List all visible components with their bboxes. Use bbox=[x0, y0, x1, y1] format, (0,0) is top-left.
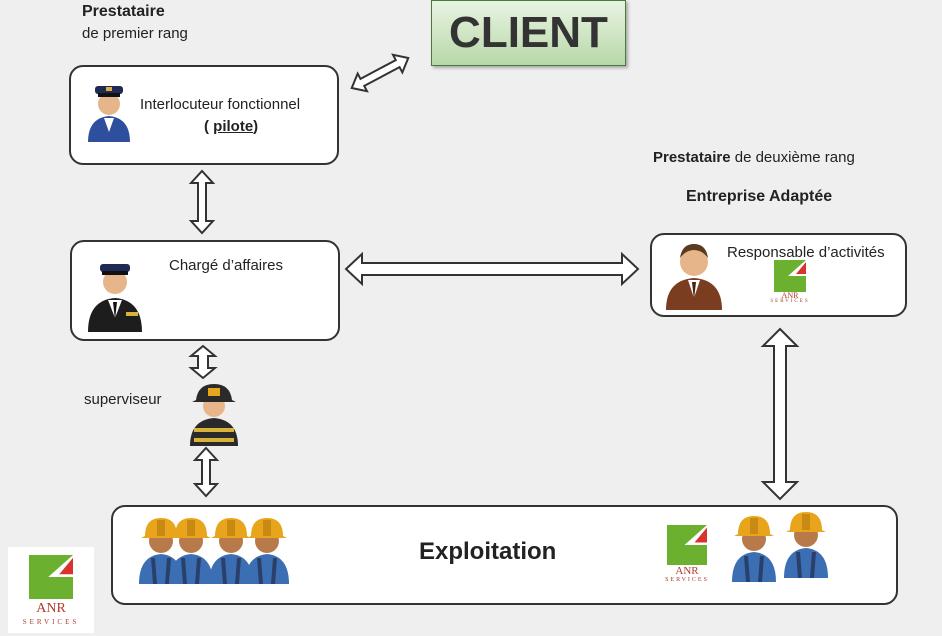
pilot-box: Interlocuteur fonctionnel ( pilote) bbox=[69, 65, 339, 165]
business-person-icon bbox=[88, 264, 142, 332]
pilot-line2: ( pilote) bbox=[204, 118, 258, 135]
manager-person-icon bbox=[666, 244, 722, 310]
anr-logo-line2: SERVICES bbox=[665, 577, 709, 583]
anr-logo-line2: SERVICES bbox=[22, 618, 80, 626]
worker-person-icon bbox=[732, 516, 776, 582]
charge-label: Chargé d’affaires bbox=[169, 257, 283, 274]
arrow-supervisor-exploitation bbox=[192, 446, 220, 498]
worker-person-icon bbox=[245, 518, 289, 584]
header-right-title: Prestataire de deuxième rang bbox=[653, 149, 855, 166]
responsable-label: Responsable d’activités bbox=[727, 244, 885, 261]
pilot-word: pilote bbox=[213, 118, 254, 135]
anr-logo-mark bbox=[667, 525, 707, 565]
pilot-person-icon bbox=[88, 86, 130, 142]
arrow-pilot-client bbox=[350, 53, 410, 93]
arrow-charge-supervisor bbox=[188, 344, 218, 380]
anr-logo-responsable: ANR SERVICES bbox=[762, 258, 818, 306]
worker-group-left bbox=[139, 518, 289, 584]
client-box: CLIENT bbox=[431, 0, 626, 66]
firefighter-person-icon bbox=[190, 384, 238, 446]
supervisor-label: superviseur bbox=[84, 391, 162, 408]
exploitation-label: Exploitation bbox=[419, 538, 557, 565]
anr-logo-exploitation: ANR SERVICES bbox=[652, 521, 722, 587]
pilot-line1: Interlocuteur fonctionnel bbox=[140, 96, 301, 113]
arrow-responsable-exploitation bbox=[760, 327, 800, 501]
anr-logo-corner: ANR SERVICES bbox=[8, 547, 94, 633]
anr-logo-mark bbox=[29, 555, 73, 599]
anr-logo-line1: ANR bbox=[781, 291, 799, 300]
pilot-line2-open: ( bbox=[204, 118, 214, 135]
worker-person-icon bbox=[784, 512, 828, 578]
header-right-title-rest: de deuxième rang bbox=[730, 149, 855, 166]
anr-logo-line1: ANR bbox=[675, 565, 699, 577]
arrow-pilot-charge bbox=[188, 169, 216, 235]
worker-group-right bbox=[732, 512, 828, 582]
anr-logo-mark bbox=[774, 260, 806, 292]
arrow-charge-responsable bbox=[344, 251, 640, 287]
pilot-line2-close: ) bbox=[253, 118, 259, 135]
header-left-subtitle: de premier rang bbox=[82, 25, 188, 42]
header-left-title: Prestataire bbox=[82, 3, 165, 20]
anr-logo-line2: SERVICES bbox=[770, 299, 810, 304]
header-right-subtitle: Entreprise Adaptée bbox=[686, 188, 833, 205]
header-right-title-bold: Prestataire bbox=[653, 149, 731, 166]
anr-logo-line1: ANR bbox=[36, 601, 66, 616]
